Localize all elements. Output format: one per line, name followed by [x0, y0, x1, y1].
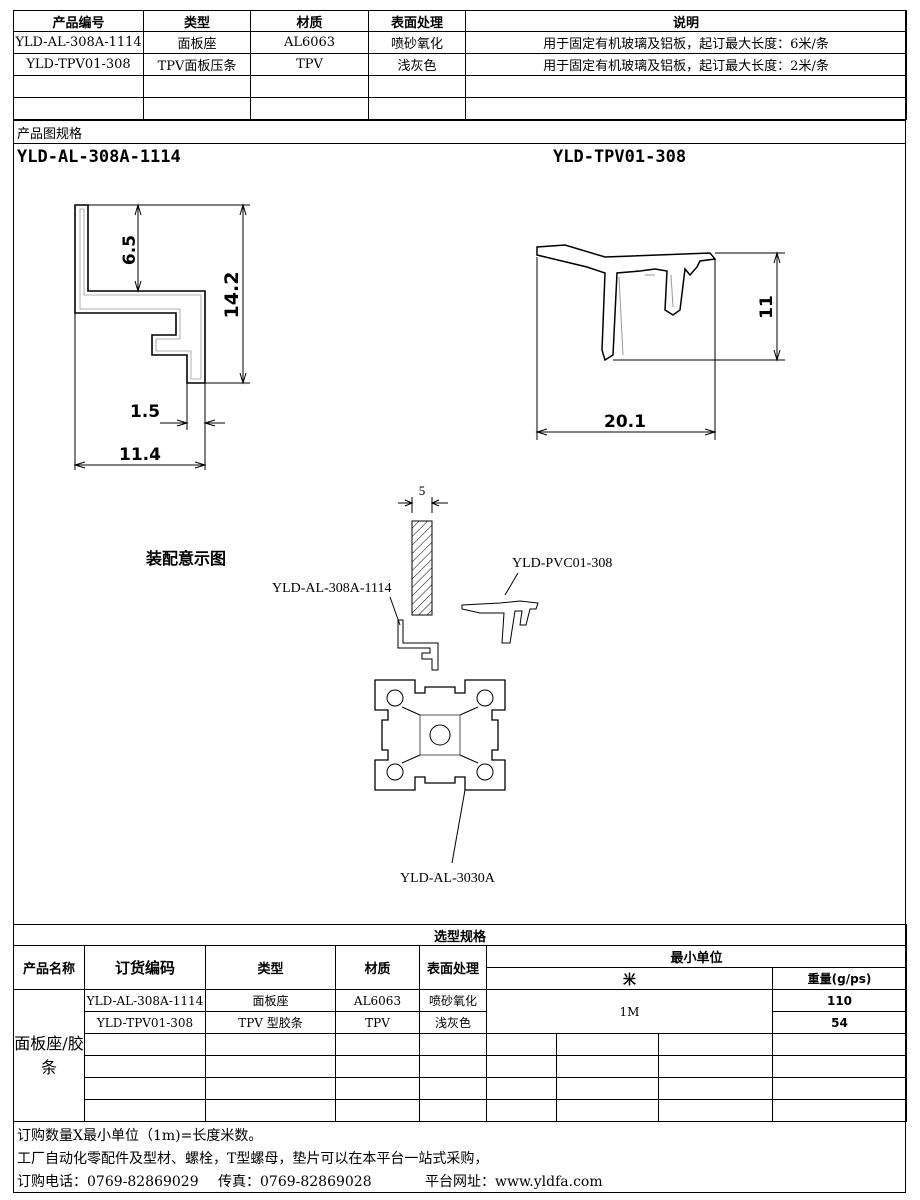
header-surface: 表面处理: [368, 10, 466, 32]
cell-code: YLD-TPV01-308: [84, 1011, 206, 1034]
cell-code: YLD-AL-308A-1114: [84, 989, 206, 1012]
divider: [13, 143, 906, 144]
note-platform: 工厂自动化零配件及型材、螺栓，T型螺母，垫片可以在本平台一站式采购，: [17, 1151, 489, 1167]
table-row: [13, 97, 907, 120]
cell-type: TPV 型胶条: [205, 1011, 336, 1034]
divider: [13, 120, 906, 121]
cell-surface: 浅灰色: [419, 1011, 487, 1034]
cell-surface: 喷砂氧化: [419, 989, 487, 1012]
assembly-profile-label: YLD-AL-3030A: [400, 871, 495, 886]
assembly-base-label: YLD-AL-308A-1114: [272, 581, 392, 596]
assembly-width-label: 5: [419, 485, 426, 498]
product-table-header: 产品编号 类型 材质 表面处理 说明: [13, 10, 907, 32]
cell-type: 面板座: [205, 989, 336, 1012]
dim-11-4: 11.4: [119, 445, 161, 465]
cell-material: TPV: [335, 1011, 420, 1034]
product-table: 产品编号 类型 材质 表面处理 说明 YLD-AL-308A-1114 面板座 …: [13, 10, 907, 120]
note-fax: 传真：0769-82869028: [218, 1174, 372, 1190]
cell-material: TPV: [250, 53, 369, 76]
cell-description: 用于固定有机玻璃及铝板，起订最大长度：2米/条: [465, 53, 907, 76]
drawing2-title: YLD-TPV01-308: [553, 147, 687, 167]
table-row: YLD-AL-308A-1114 面板座 AL6063 喷砂氧化 用于固定有机玻…: [13, 31, 907, 54]
note-website[interactable]: 平台网址：www.yldfa.com: [425, 1174, 603, 1190]
cell-weight: 54: [772, 1011, 907, 1034]
drawing1-profile: 6.5 14.2 1.5 11.4: [73, 203, 250, 470]
cell-type: TPV面板压条: [143, 53, 251, 76]
table-row: [14, 1033, 907, 1056]
cell-material: AL6063: [335, 989, 420, 1012]
table-row: [14, 1055, 907, 1078]
assembly-title: 装配意示图: [146, 549, 227, 568]
table-row: [14, 1099, 907, 1122]
cell-product-name: 面板座/胶条: [13, 989, 85, 1122]
drawing2-profile: 11 20.1: [535, 244, 785, 440]
selection-title: 选型规格: [13, 924, 907, 946]
header-meter: 米: [486, 967, 773, 990]
cell-min-length: 1M: [486, 989, 773, 1034]
cell-code: YLD-TPV01-308: [13, 53, 144, 76]
dim-11: 11: [757, 295, 777, 319]
cell-weight: 110: [772, 989, 907, 1012]
table-row: [13, 75, 907, 98]
assembly-strip-label: YLD-PVC01-308: [512, 556, 613, 571]
cell-material: AL6063: [250, 31, 369, 54]
header-material: 材质: [335, 945, 420, 990]
note-quantity: 订购数量X最小单位（1m)=长度米数。: [17, 1128, 263, 1144]
dim-14-2: 14.2: [221, 272, 243, 319]
drawing1-title: YLD-AL-308A-1114: [17, 147, 181, 167]
header-material: 材质: [250, 10, 369, 32]
header-product: 产品名称: [13, 945, 85, 990]
table-row: YLD-TPV01-308 TPV 型胶条 TPV 浅灰色 54: [14, 1011, 907, 1034]
dim-20-1: 20.1: [604, 412, 646, 432]
header-min-unit: 最小单位: [486, 945, 907, 968]
table-row: YLD-TPV01-308 TPV面板压条 TPV 浅灰色 用于固定有机玻璃及铝…: [13, 53, 907, 76]
cell-surface: 喷砂氧化: [368, 31, 466, 54]
header-order-code: 订货编码: [84, 945, 206, 990]
spec-section-label: 产品图规格: [17, 127, 83, 142]
header-code: 产品编号: [13, 10, 144, 32]
table-row: 面板座/胶条 YLD-AL-308A-1114 面板座 AL6063 喷砂氧化 …: [13, 989, 907, 1122]
header-type: 类型: [205, 945, 336, 990]
assembly-diagram: 5: [374, 485, 539, 864]
cell-surface: 浅灰色: [368, 53, 466, 76]
cell-description: 用于固定有机玻璃及铝板，起订最大长度：6米/条: [465, 31, 907, 54]
cell-type: 面板座: [143, 31, 251, 54]
header-type: 类型: [143, 10, 251, 32]
selection-table: 选型规格 产品名称 订货编码 类型 材质 表面处理 最小单位 米 重量(g/ps…: [13, 924, 907, 1122]
cell-code: YLD-AL-308A-1114: [13, 31, 144, 54]
header-description: 说明: [465, 10, 907, 32]
header-surface: 表面处理: [419, 945, 487, 990]
dim-6-5: 6.5: [120, 235, 140, 265]
dim-1-5: 1.5: [130, 402, 160, 422]
note-phone: 订购电话：0769-82869029: [17, 1174, 199, 1190]
table-row: [14, 1077, 907, 1100]
header-weight: 重量(g/ps): [772, 967, 907, 990]
